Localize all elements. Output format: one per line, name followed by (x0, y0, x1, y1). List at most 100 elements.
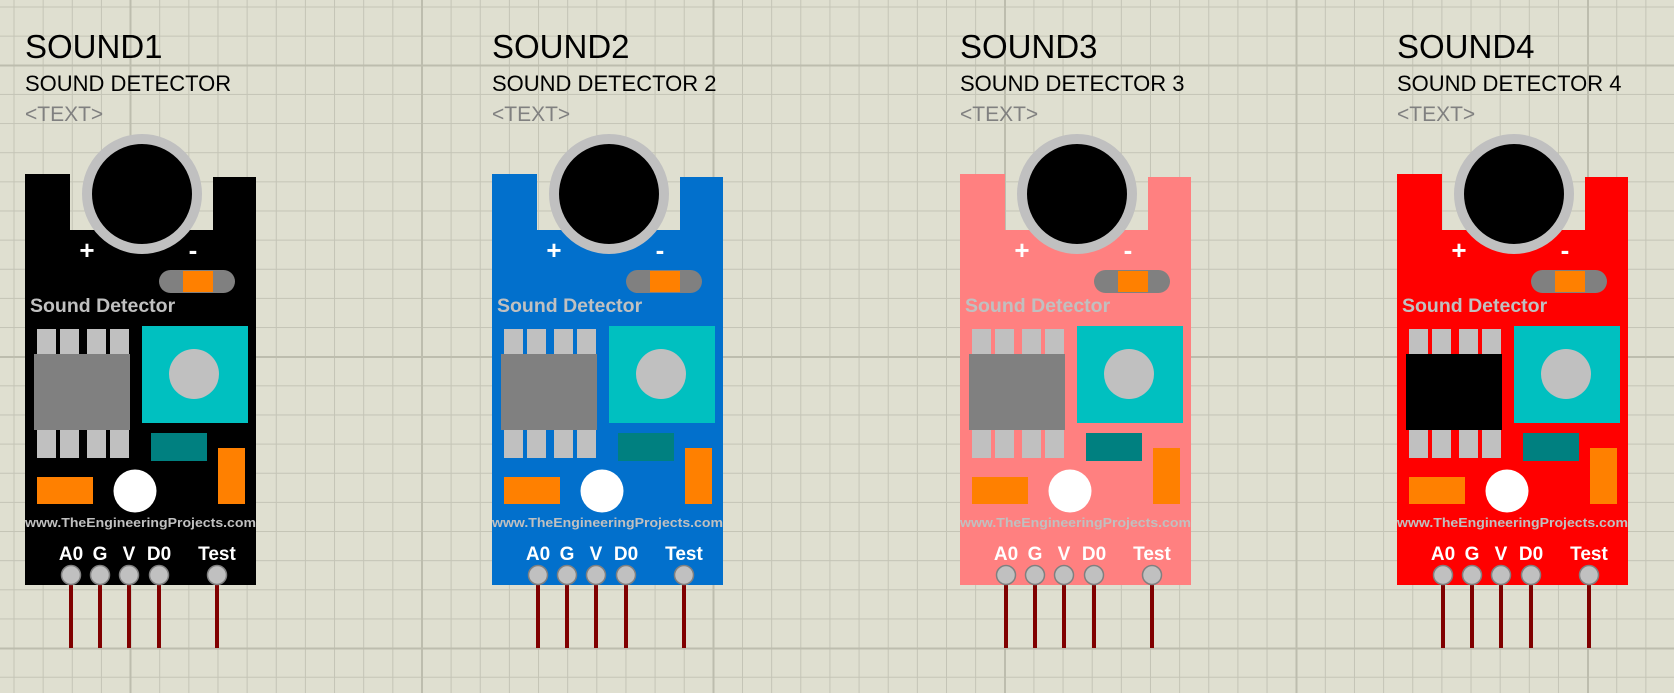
sound-detector-board[interactable]: +-Sound Detectorwww.TheEngineeringProjec… (491, 0, 792, 693)
pin-pad-d0[interactable] (615, 564, 637, 586)
pin-wire-test[interactable] (215, 585, 219, 648)
sound-detector-board[interactable]: +-Sound Detectorwww.TheEngineeringProjec… (24, 0, 325, 693)
pin-pad-test[interactable] (1578, 564, 1600, 586)
pin-wire-v[interactable] (127, 585, 131, 648)
component-text-label[interactable]: <TEXT> (1397, 103, 1476, 126)
component-ref-label[interactable]: SOUND4 (1397, 28, 1535, 65)
led-icon (1048, 469, 1092, 513)
ic-pin-top (110, 329, 129, 361)
pin-pad-d0[interactable] (1520, 564, 1542, 586)
pin-label-test: Test (198, 544, 236, 565)
pin-wire-d0[interactable] (1529, 585, 1533, 648)
pin-pad-v[interactable] (585, 564, 607, 586)
pin-label-v: V (1058, 544, 1071, 565)
microphone-icon (1454, 134, 1574, 254)
pin-pad-test[interactable] (206, 564, 228, 586)
resistor-band (1118, 271, 1148, 292)
pin-pad-a0[interactable] (995, 564, 1017, 586)
ic-pin-bottom (37, 424, 56, 458)
plus-label: + (1014, 235, 1029, 265)
pin-wire-v[interactable] (1062, 585, 1066, 648)
ic-pin-top (1022, 329, 1041, 361)
pin-wire-a0[interactable] (536, 585, 540, 648)
board-title: Sound Detector (965, 295, 1111, 317)
component-value-label[interactable]: SOUND DETECTOR (25, 71, 232, 96)
sound-detector-board[interactable]: +-Sound Detectorwww.TheEngineeringProjec… (959, 0, 1260, 693)
pin-wire-v[interactable] (594, 585, 598, 648)
pin-pad-g[interactable] (89, 564, 111, 586)
smd-component-right (1590, 448, 1617, 504)
pin-label-a0: A0 (1431, 544, 1455, 565)
ic-pin-bottom (1482, 424, 1501, 458)
pin-label-a0: A0 (994, 544, 1018, 565)
ic-pin-bottom (972, 424, 991, 458)
ic-pin-bottom (504, 424, 523, 458)
component-ref-label[interactable]: SOUND1 (25, 28, 163, 65)
potentiometer-knob[interactable] (1541, 349, 1591, 399)
capacitor-icon (1523, 433, 1579, 461)
website-url: www.TheEngineeringProjects.com (1396, 515, 1628, 530)
pin-wire-g[interactable] (98, 585, 102, 648)
component-text-label[interactable]: <TEXT> (25, 103, 104, 126)
pin-wire-a0[interactable] (1004, 585, 1008, 648)
pin-wire-a0[interactable] (69, 585, 73, 648)
potentiometer-knob[interactable] (169, 349, 219, 399)
pin-wire-d0[interactable] (157, 585, 161, 648)
component-value-label[interactable]: SOUND DETECTOR 3 (960, 71, 1185, 96)
pin-label-d0: D0 (147, 544, 171, 565)
sound-detector-3[interactable]: SOUND3 SOUND DETECTOR 3 <TEXT> +-Sound D… (959, 0, 1260, 693)
smd-component-right (685, 448, 712, 504)
pin-pad-v[interactable] (1490, 564, 1512, 586)
pin-pad-g[interactable] (1024, 564, 1046, 586)
pin-pad-g[interactable] (1461, 564, 1483, 586)
capacitor-icon (151, 433, 207, 461)
ic-pin-top (504, 329, 523, 361)
potentiometer-knob[interactable] (636, 349, 686, 399)
pin-wire-v[interactable] (1499, 585, 1503, 648)
pin-pad-test[interactable] (673, 564, 695, 586)
pin-wire-g[interactable] (1470, 585, 1474, 648)
microphone-icon (1017, 134, 1137, 254)
potentiometer-knob[interactable] (1104, 349, 1154, 399)
pin-pad-a0[interactable] (1432, 564, 1454, 586)
ic-chip-body (1406, 354, 1502, 430)
sound-detector-4[interactable]: SOUND4 SOUND DETECTOR 4 <TEXT> +-Sound D… (1396, 0, 1674, 693)
smd-component-right (1153, 448, 1180, 504)
pin-pad-d0[interactable] (148, 564, 170, 586)
pin-label-a0: A0 (526, 544, 550, 565)
pin-wire-d0[interactable] (1092, 585, 1096, 648)
pin-wire-test[interactable] (682, 585, 686, 648)
pin-wire-g[interactable] (1033, 585, 1037, 648)
pin-pad-test[interactable] (1141, 564, 1163, 586)
component-ref-label[interactable]: SOUND2 (492, 28, 630, 65)
pin-wire-d0[interactable] (624, 585, 628, 648)
ic-pin-bottom (1045, 424, 1064, 458)
component-ref-label[interactable]: SOUND3 (960, 28, 1098, 65)
ic-pin-bottom (1409, 424, 1428, 458)
pin-label-a0: A0 (59, 544, 83, 565)
sound-detector-2[interactable]: SOUND2 SOUND DETECTOR 2 <TEXT> +-Sound D… (491, 0, 792, 693)
pin-wire-test[interactable] (1150, 585, 1154, 648)
ic-pin-top (60, 329, 79, 361)
component-text-label[interactable]: <TEXT> (492, 103, 571, 126)
pin-pad-a0[interactable] (527, 564, 549, 586)
pin-label-v: V (590, 544, 603, 565)
pin-wire-test[interactable] (1587, 585, 1591, 648)
component-value-label[interactable]: SOUND DETECTOR 2 (492, 71, 717, 96)
pin-wire-g[interactable] (565, 585, 569, 648)
pin-pad-d0[interactable] (1083, 564, 1105, 586)
pin-wire-a0[interactable] (1441, 585, 1445, 648)
pin-pad-g[interactable] (556, 564, 578, 586)
sound-detector-board[interactable]: +-Sound Detectorwww.TheEngineeringProjec… (1396, 0, 1674, 693)
component-value-label[interactable]: SOUND DETECTOR 4 (1397, 71, 1622, 96)
pin-pad-a0[interactable] (60, 564, 82, 586)
sound-detector-1[interactable]: SOUND1 SOUND DETECTOR <TEXT> +-Sound Det… (24, 0, 325, 693)
component-text-label[interactable]: <TEXT> (960, 103, 1039, 126)
ic-pin-top (527, 329, 546, 361)
ic-pin-bottom (995, 424, 1014, 458)
ic-pin-bottom (1432, 424, 1451, 458)
board-title: Sound Detector (497, 295, 643, 317)
pin-pad-v[interactable] (1053, 564, 1075, 586)
pin-pad-v[interactable] (118, 564, 140, 586)
ic-pin-top (554, 329, 573, 361)
